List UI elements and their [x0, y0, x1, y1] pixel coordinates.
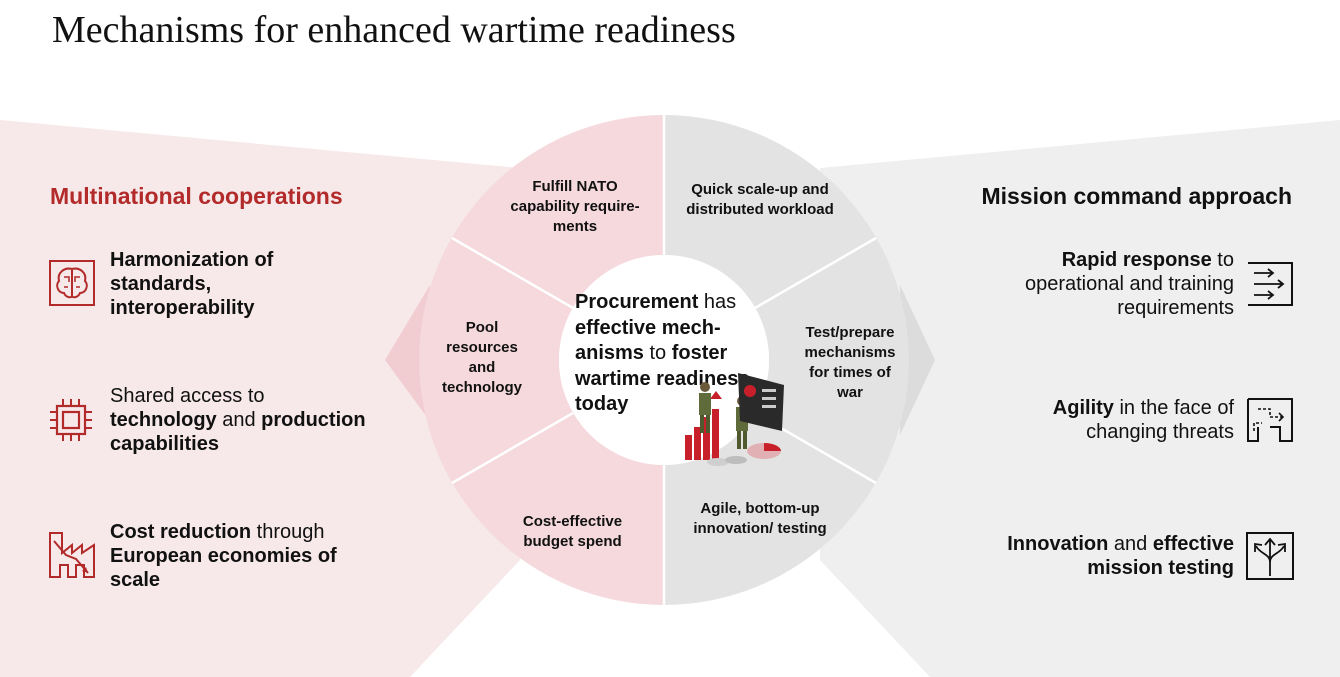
shared-access-item: Shared access to technology and producti… — [110, 384, 370, 456]
center-statement: Procurement has effective mech-anisms to… — [575, 290, 765, 418]
factory-decline-icon — [49, 532, 95, 578]
segment-agile-innovation: Agile, bottom-up innovation/ testing — [693, 500, 827, 537]
effective-mechanisms-text: effective mech-anisms — [575, 316, 721, 365]
chip-icon — [50, 399, 92, 441]
harmonization-text: Harmonization of standards, interoperabi… — [110, 249, 274, 319]
ring-right-half — [664, 115, 909, 605]
presentation-screen-icon — [738, 373, 784, 431]
ring-dividers — [451, 115, 877, 605]
technology-text: technology — [110, 409, 217, 431]
diverging-arrows-icon — [1246, 532, 1294, 580]
coins-icon — [707, 456, 747, 466]
through-text: through — [251, 521, 325, 543]
rapid-response-text: Rapid response — [1061, 249, 1212, 271]
has-text: has — [698, 291, 737, 313]
effective-mission-testing-text: effective mission testing — [1087, 533, 1234, 579]
multinational-cooperations-heading: Multinational cooperations — [50, 183, 343, 209]
production-capabilities-text: production capabilities — [110, 409, 366, 455]
cost-reduction-text: Cost reduction — [110, 521, 252, 543]
segment-pool-resources: Pool resources and technology — [441, 319, 522, 396]
mission-command-heading: Mission command approach — [981, 183, 1292, 209]
cost-reduction-item: Cost reduction through European economie… — [110, 520, 380, 592]
to-text: to — [643, 342, 672, 364]
brain-circuit-icon — [49, 260, 95, 306]
rapid-response-item: Rapid response to operational and traini… — [984, 248, 1234, 320]
shared-access-text: Shared access to — [110, 385, 265, 407]
segment-cost-effective: Cost-effective budget spend — [522, 513, 623, 550]
economies-of-scale-text: European economies of scale — [110, 545, 337, 591]
maze-path-icon — [1247, 398, 1293, 442]
page-title: Mechanisms for enhanced wartime readines… — [52, 9, 736, 51]
agility-rest: in the face of changing threats — [1086, 397, 1234, 443]
right-chevron — [900, 285, 935, 435]
pie-chart-icon — [747, 443, 781, 459]
harmonization-item: Harmonization of standards, interoperabi… — [110, 248, 340, 320]
rapid-response-rest: to operational and training requirements — [1024, 249, 1234, 319]
fast-forward-arrows-icon — [1248, 262, 1293, 306]
segment-nato: Fulfill NATO capability require-ments — [510, 178, 640, 235]
right-panel — [820, 120, 1340, 677]
innovation-item: Innovation and effective mission testing — [974, 532, 1234, 580]
procurement-text: Procurement — [575, 291, 699, 313]
left-panel — [0, 120, 520, 677]
soldiers-chart-illustration — [685, 373, 784, 466]
segment-test-prepare: Test/prepare mechanisms for times of war — [804, 324, 896, 401]
agility-text: Agility — [1052, 397, 1114, 419]
agility-item: Agility in the face of changing threats — [984, 396, 1234, 444]
segment-quick-scale-up: Quick scale-up and distributed workload — [686, 181, 834, 218]
and-text: and — [216, 409, 262, 431]
ring-left-half — [419, 115, 664, 605]
soldier-icon — [699, 382, 711, 433]
innovation-text: Innovation — [1007, 533, 1109, 555]
rising-bars-icon — [685, 391, 722, 460]
and-text-right: and — [1108, 533, 1153, 555]
